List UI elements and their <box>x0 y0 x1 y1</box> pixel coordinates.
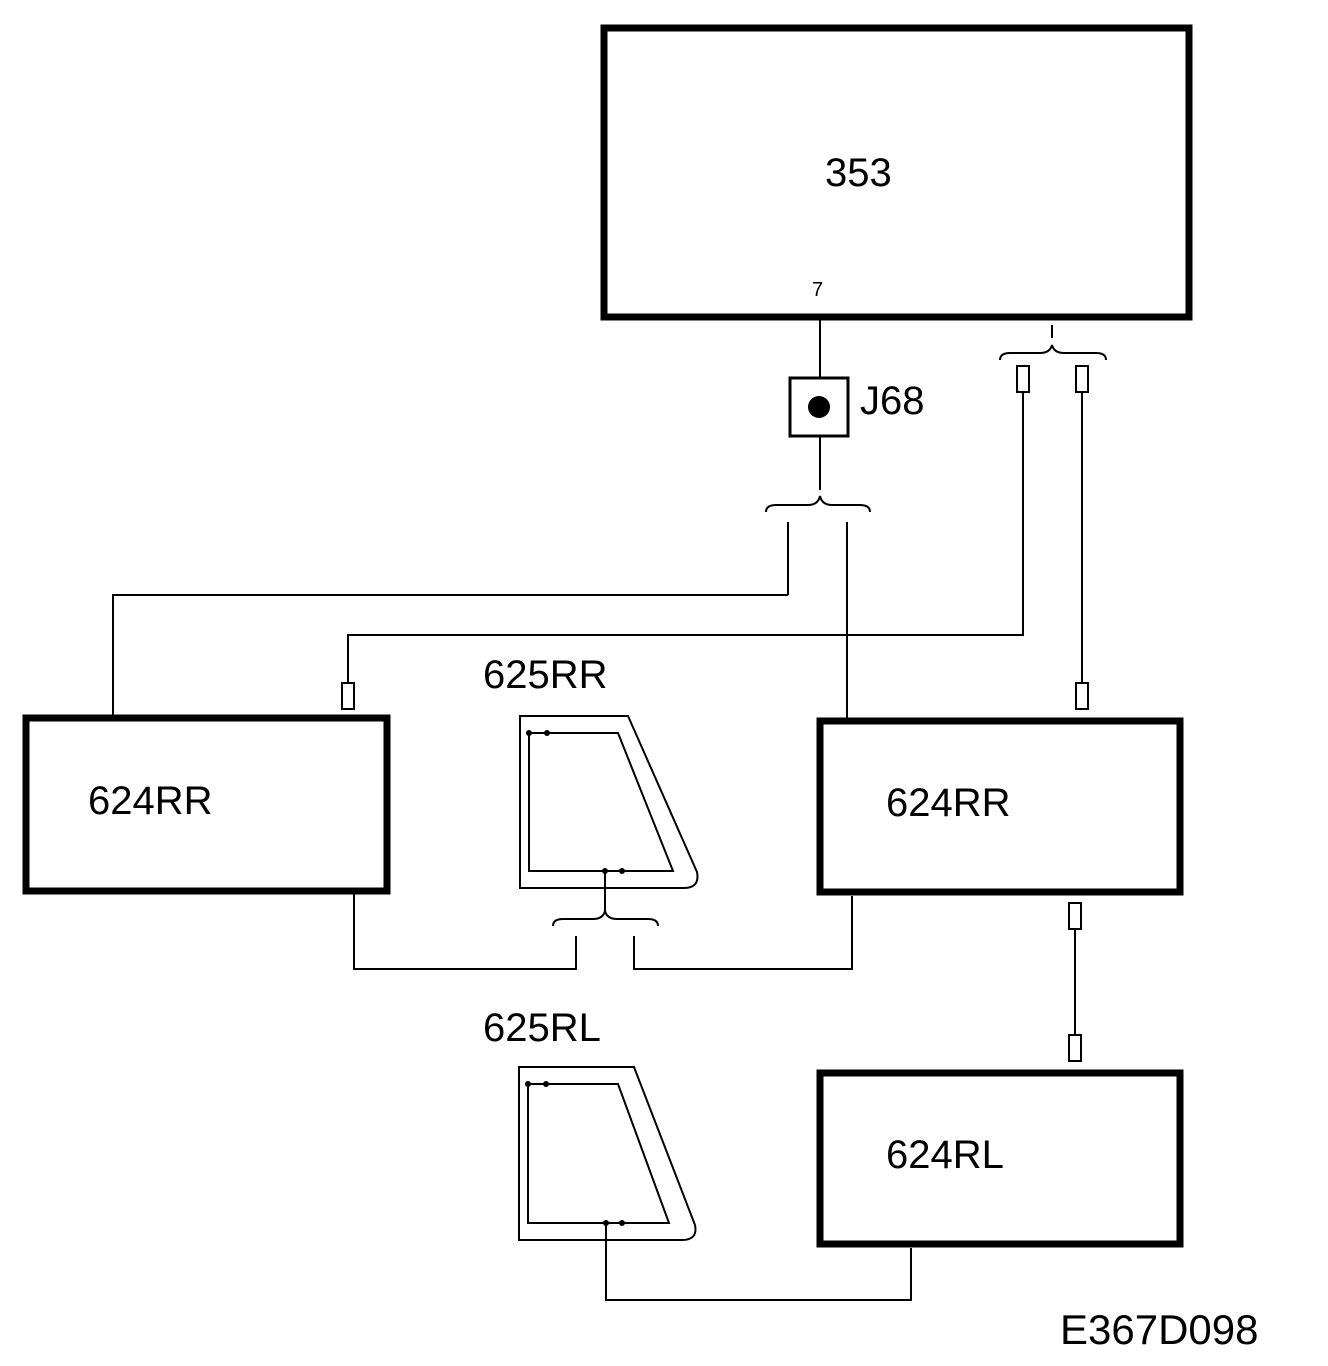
heater-625rl <box>518 1066 697 1241</box>
heater-625rl-label: 625RL <box>483 1006 601 1050</box>
connector-cu-right <box>1075 365 1089 393</box>
connector-right-unit-bottom <box>1068 902 1082 930</box>
heater-625rr <box>519 715 699 889</box>
unit-624rl <box>816 1069 1184 1248</box>
junction-j68-node <box>808 396 830 418</box>
connector-cu-left <box>1016 365 1030 393</box>
wire-heater-625rl-to-bottom-unit <box>605 1223 912 1301</box>
unit-624rr-right-label: 624RR <box>886 781 1011 825</box>
brace-j68-split <box>765 495 871 513</box>
wire-to-left-unit <box>112 594 788 716</box>
connector-right-unit-top <box>1075 682 1089 710</box>
unit-624rr-left-label: 624RR <box>88 779 213 823</box>
heater-625rr-label: 625RR <box>483 653 608 697</box>
wire-cu-to-left-unit <box>347 392 1024 683</box>
junction-j68-label: J68 <box>860 379 925 423</box>
brace-heater-625rr-split <box>552 910 659 927</box>
wire-heater-625rr-to-left-unit <box>353 894 577 970</box>
unit-624rr-right <box>816 717 1184 896</box>
unit-624rr-left <box>22 714 391 895</box>
control-unit-353-label: 353 <box>825 151 892 195</box>
pin-7-label: 7 <box>812 279 823 301</box>
connector-left-unit-top <box>341 682 355 710</box>
wire-heater-625rr-to-right-unit <box>633 896 853 970</box>
brace-cu-right-split <box>999 344 1107 361</box>
control-unit-353 <box>600 24 1193 321</box>
connector-bottom-unit-top <box>1068 1034 1082 1062</box>
unit-624rl-label: 624RL <box>886 1133 1004 1177</box>
drawing-code: E367D098 <box>1060 1306 1259 1353</box>
